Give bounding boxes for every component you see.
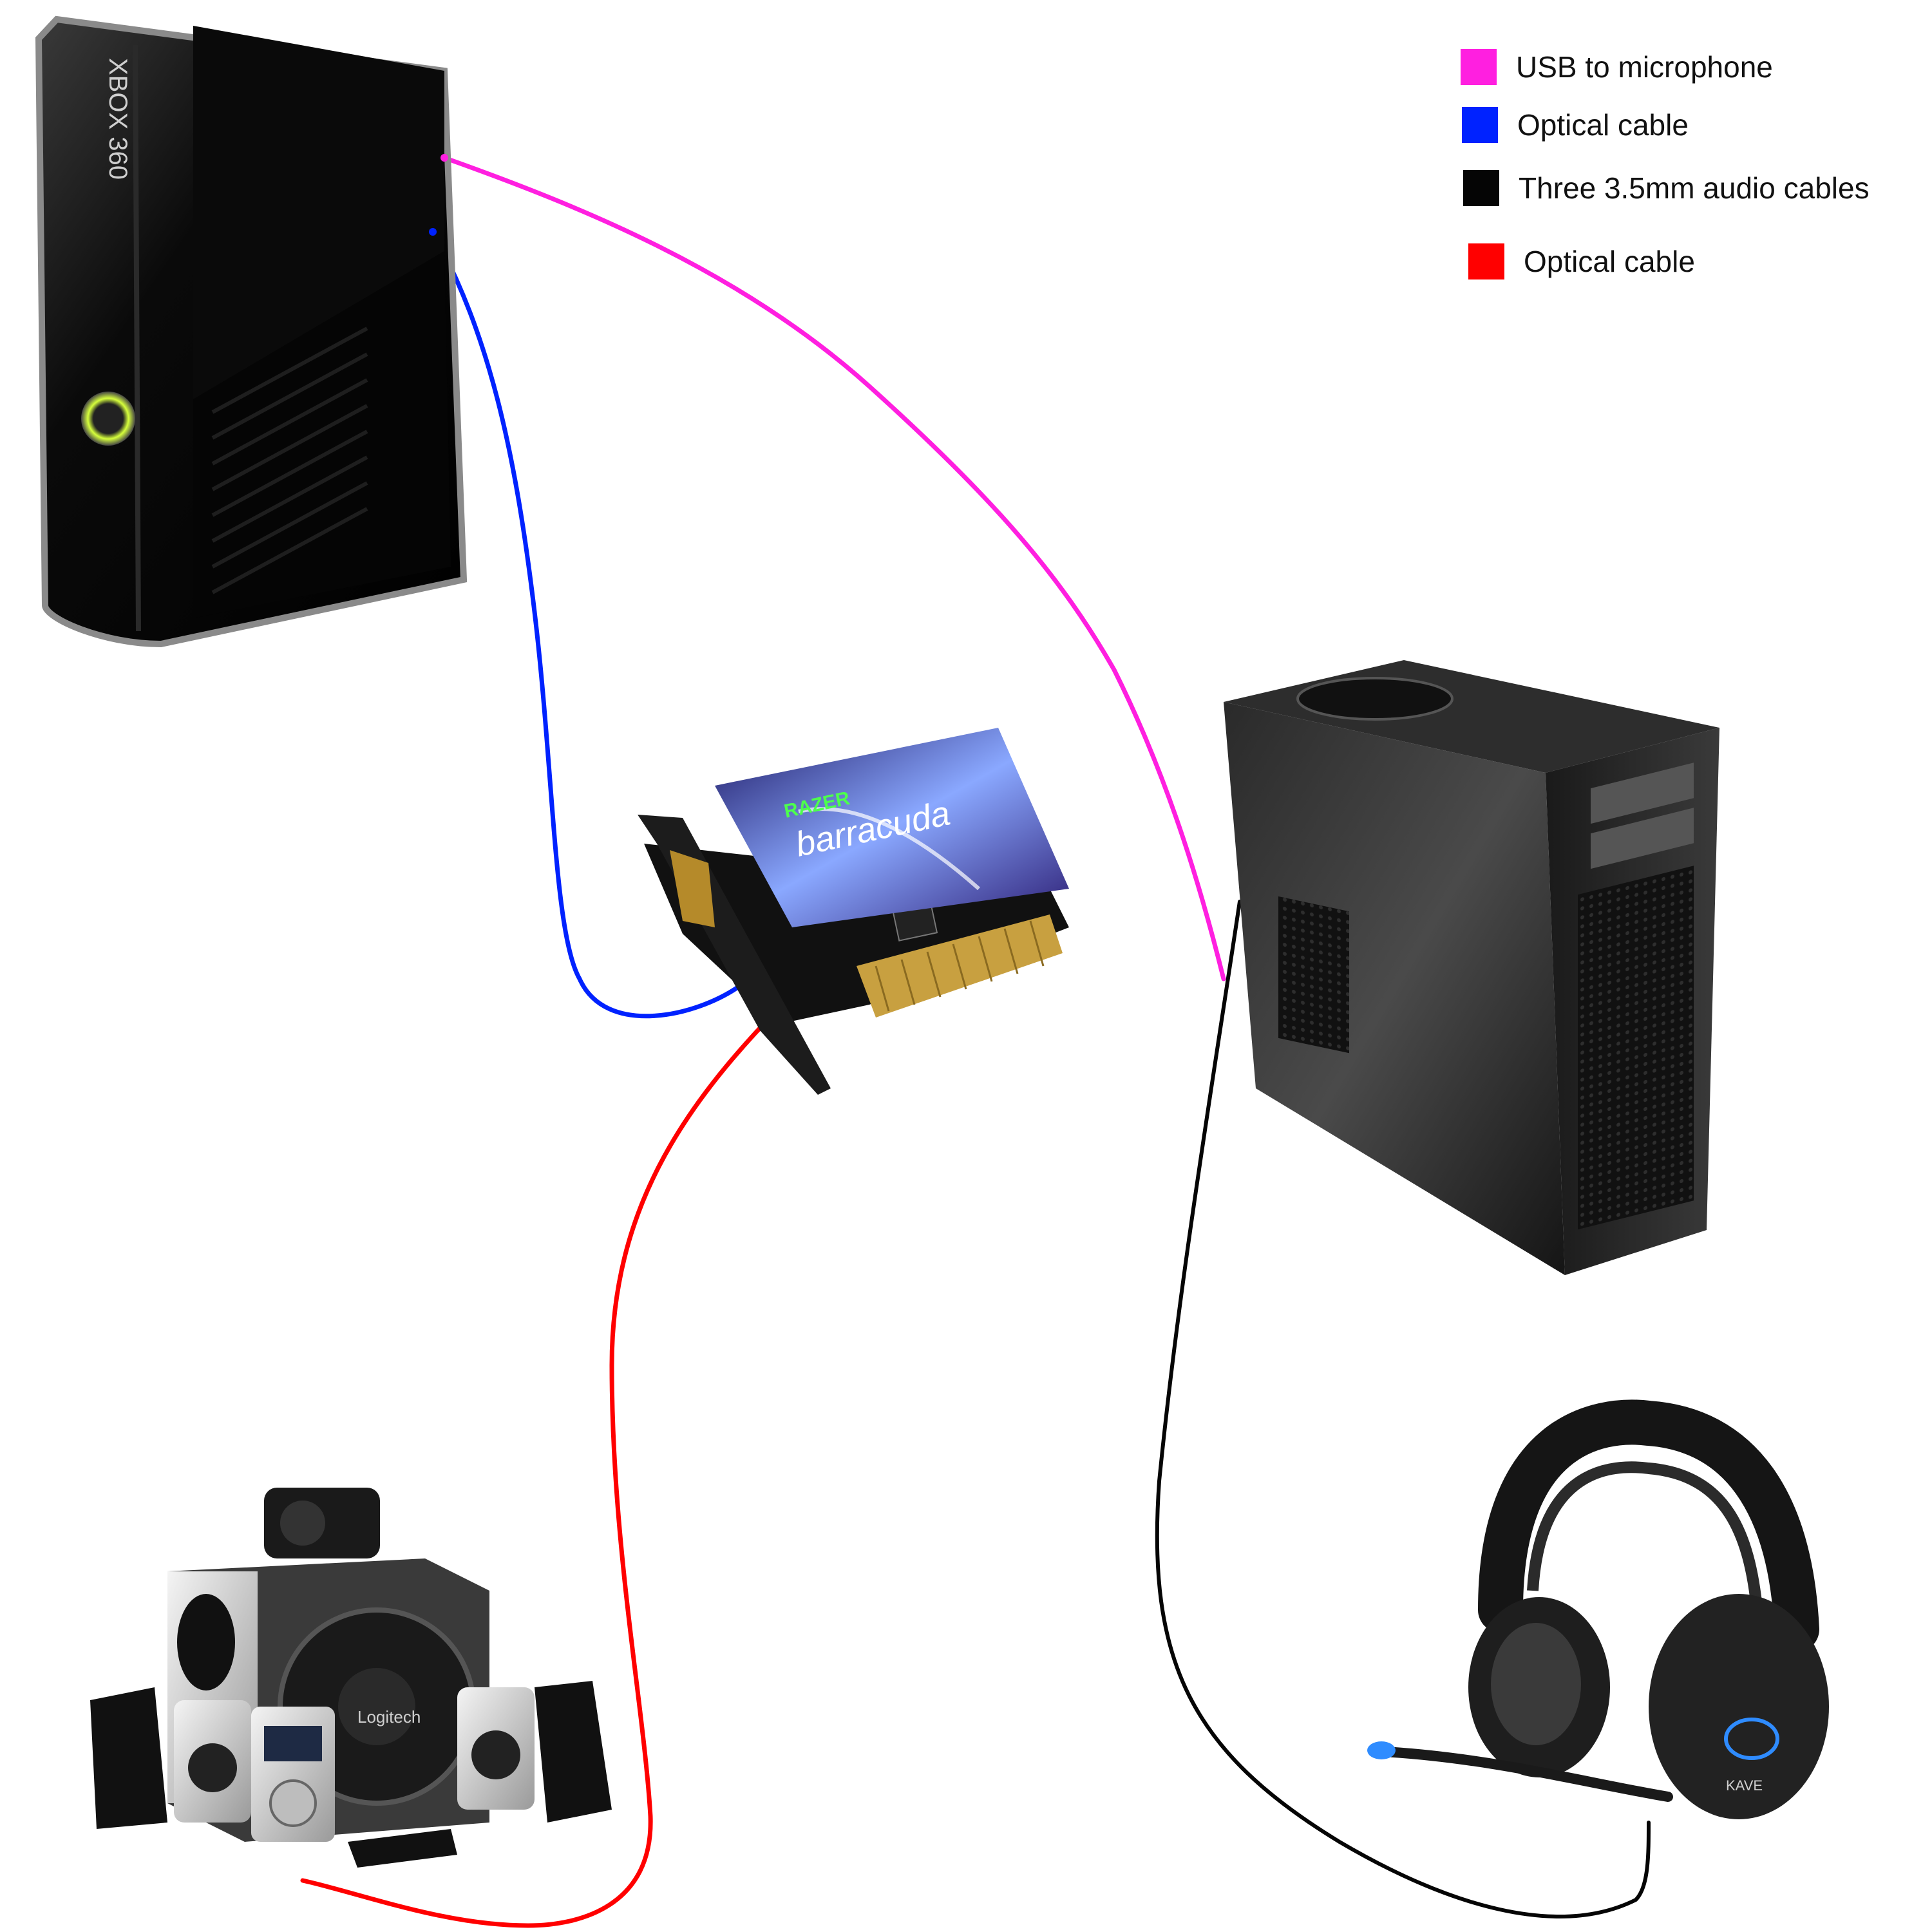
logitech-logo-text: Logitech xyxy=(357,1707,421,1727)
power-button-icon xyxy=(81,392,135,446)
audio-cable-black xyxy=(1155,900,1651,1918)
usb-cable xyxy=(442,155,1226,981)
speaker-system: Logitech xyxy=(90,1488,612,1868)
optical-cable-red xyxy=(300,1009,779,1928)
usb-port-dot xyxy=(440,154,448,162)
sound-card: RAZER barracuda xyxy=(638,728,1069,1095)
optical-cable-blue xyxy=(430,229,743,1019)
xbox-360-console: XBOX 360 xyxy=(35,15,468,648)
pc-tower xyxy=(1224,660,1719,1275)
console-label: XBOX 360 xyxy=(104,58,132,180)
headset-logo-text: KAVE xyxy=(1726,1777,1763,1794)
optical-port-dot xyxy=(429,228,437,236)
gaming-headset: KAVE xyxy=(1367,1399,1829,1819)
